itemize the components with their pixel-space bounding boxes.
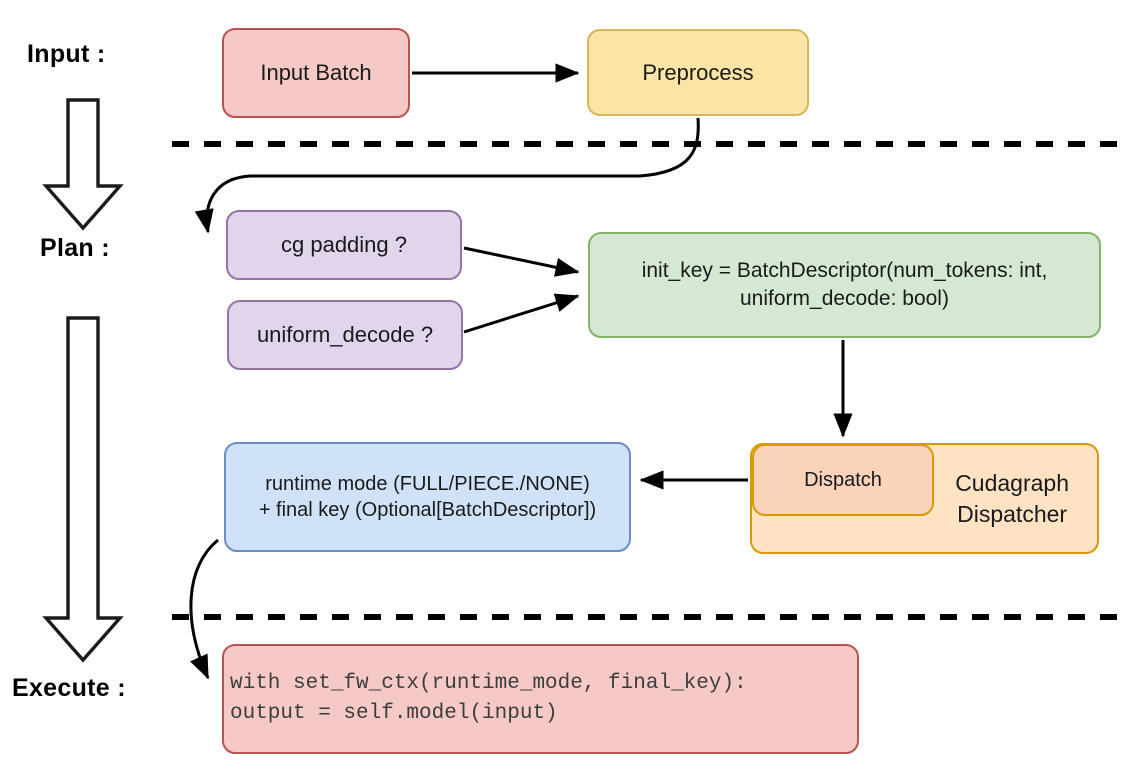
node-dispatch-label: Dispatch [804,468,882,491]
connector-uniform-decode-to-init-key [463,293,580,334]
node-input-batch[interactable]: Input Batch [222,28,410,118]
node-runtime-mode[interactable]: runtime mode (FULL/PIECE./NONE) + final … [224,442,631,552]
connector-runtime-mode-to-code [189,538,219,680]
connector-cg-padding-to-init-key [463,246,580,277]
node-code-block[interactable]: with set_fw_ctx(runtime_mode, final_key)… [222,644,859,754]
stage-label-plan: Plan : [40,234,110,262]
node-input-batch-label: Input Batch [260,60,372,86]
node-code-block-label: with set_fw_ctx(runtime_mode, final_key)… [230,671,747,725]
stage-label-input: Input : [27,40,106,68]
node-cg-padding[interactable]: cg padding ? [226,210,462,280]
plan-to-execute-block-arrow [42,316,124,663]
node-preprocess[interactable]: Preprocess [587,29,809,116]
node-preprocess-label: Preprocess [642,59,754,85]
node-init-key[interactable]: init_key = BatchDescriptor(num_tokens: i… [588,232,1101,338]
node-cg-padding-label: cg padding ? [281,232,407,258]
node-uniform-decode[interactable]: uniform_decode ? [227,300,463,370]
node-uniform-decode-label: uniform_decode ? [256,322,434,348]
node-init-key-label: init_key = BatchDescriptor(num_tokens: i… [641,259,1048,310]
node-cudagraph-dispatcher-label: Cudagraph Dispatcher [955,470,1069,527]
stage-label-execute: Execute : [12,674,126,702]
input-to-plan-block-arrow [42,98,124,231]
node-runtime-mode-label: runtime mode (FULL/PIECE./NONE) + final … [258,472,597,521]
node-dispatch[interactable]: Dispatch [752,444,934,516]
